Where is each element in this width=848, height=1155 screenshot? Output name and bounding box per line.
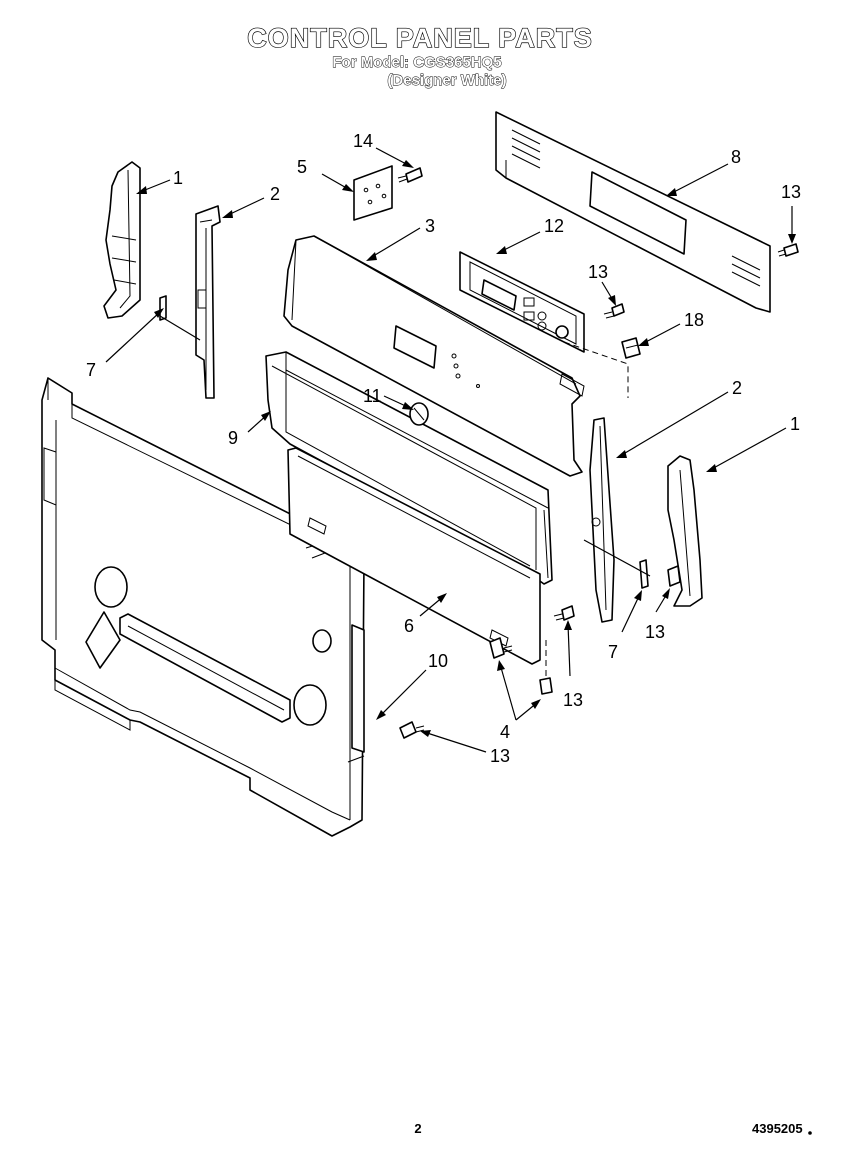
part-screw-13-top-right: [777, 243, 799, 257]
callout-8: 8: [731, 147, 741, 167]
part-back-panel: [41, 377, 365, 837]
callout-3: 3: [425, 216, 435, 236]
part-screw-13-right: [667, 565, 681, 587]
callout-7-left: 7: [86, 360, 96, 380]
callout-6: 6: [404, 616, 414, 636]
part-clip-right: [639, 559, 649, 589]
callout-14: 14: [353, 131, 373, 151]
part-screw-13-bottom: [399, 721, 425, 739]
callout-13-right: 13: [645, 622, 665, 642]
part-control-panel: [283, 235, 585, 477]
part-knob: [409, 402, 429, 426]
callout-2-right: 2: [732, 378, 742, 398]
callout-13-center: 13: [563, 690, 583, 710]
callout-9: 9: [228, 428, 238, 448]
callout-11: 11: [363, 386, 382, 406]
part-shield: [287, 447, 541, 665]
page-number: 2: [414, 1121, 421, 1136]
model-line: For Model: CGS365HQ5: [332, 54, 501, 71]
callout-18: 18: [684, 310, 704, 330]
part-screw-4-left: [489, 637, 513, 659]
part-connector: [621, 337, 641, 359]
part-screw-13-panel: [603, 303, 625, 319]
part-side-bracket-left: [195, 205, 221, 399]
doc-number: 4395205: [752, 1121, 803, 1136]
leader-lines: [105, 147, 796, 763]
part-screw-14: [397, 167, 423, 183]
part-rear-trim: [495, 111, 771, 313]
part-screw-4-right: [539, 640, 553, 695]
callout-10: 10: [428, 651, 448, 671]
wire-path: [563, 341, 629, 398]
callout-4: 4: [500, 722, 510, 742]
color-line: (Designer White): [387, 72, 506, 89]
page-title: CONTROL PANEL PARTS: [247, 23, 593, 53]
callout-5: 5: [297, 157, 307, 177]
callout-2-left: 2: [270, 184, 280, 204]
callout-13-bottom: 13: [490, 746, 510, 766]
doc-dot: [808, 1131, 812, 1135]
callout-13-panel: 13: [588, 262, 608, 282]
callout-labels: 1 2 3 5 14 8 13 12 13 18 7 11 9 2 1 6 7 …: [86, 131, 801, 766]
callout-12: 12: [544, 216, 564, 236]
callout-13-top-right: 13: [781, 182, 801, 202]
callout-7-right: 7: [608, 642, 618, 662]
part-electronic-control: [459, 251, 585, 353]
part-side-bracket-right: [589, 417, 615, 623]
part-end-cap-right: [667, 455, 703, 607]
callout-1-right: 1: [790, 414, 800, 434]
part-end-cap-left: [103, 161, 141, 319]
part-mounting-plate: [353, 165, 393, 221]
part-screw-13-center: [553, 605, 575, 621]
callout-1-left: 1: [173, 168, 183, 188]
